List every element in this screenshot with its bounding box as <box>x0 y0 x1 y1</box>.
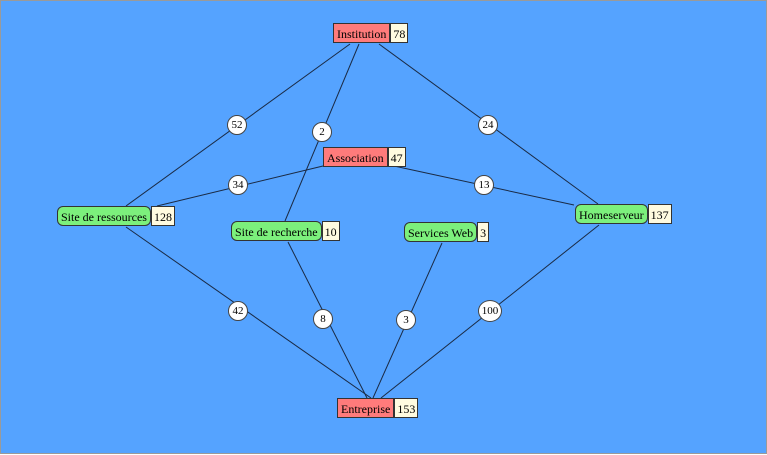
edge-weight-label: 3 <box>396 310 416 330</box>
node-homeserveur[interactable]: Homeserveur <box>575 204 648 224</box>
node-count-badge: 128 <box>150 206 175 226</box>
edge-weight-label: 42 <box>228 301 248 321</box>
node-count-badge: 153 <box>394 398 419 418</box>
node-count-badge: 10 <box>321 221 340 241</box>
node-site-recherche[interactable]: Site de recherche <box>231 221 322 241</box>
node-institution[interactable]: Institution <box>333 23 391 43</box>
node-services-web[interactable]: Services Web <box>404 222 478 242</box>
edge-weight-label: 34 <box>228 175 248 195</box>
edge-weight-label: 2 <box>312 122 332 142</box>
node-count-badge: 3 <box>477 222 490 242</box>
node-count-badge: 47 <box>387 147 406 167</box>
node-association[interactable]: Association <box>323 147 388 167</box>
edge-weight-label: 24 <box>478 115 498 135</box>
node-count-badge: 78 <box>390 23 409 43</box>
node-site-ressources[interactable]: Site de ressources <box>57 206 151 226</box>
node-entreprise[interactable]: Entreprise <box>337 398 395 418</box>
edge-weight-label: 13 <box>474 175 494 195</box>
edge-weight-label: 52 <box>227 115 247 135</box>
edge-weight-label: 8 <box>313 309 333 329</box>
edge-weight-label: 100 <box>478 300 502 322</box>
node-count-badge: 137 <box>647 204 672 224</box>
edge-entreprise-site-ressources <box>125 226 372 399</box>
